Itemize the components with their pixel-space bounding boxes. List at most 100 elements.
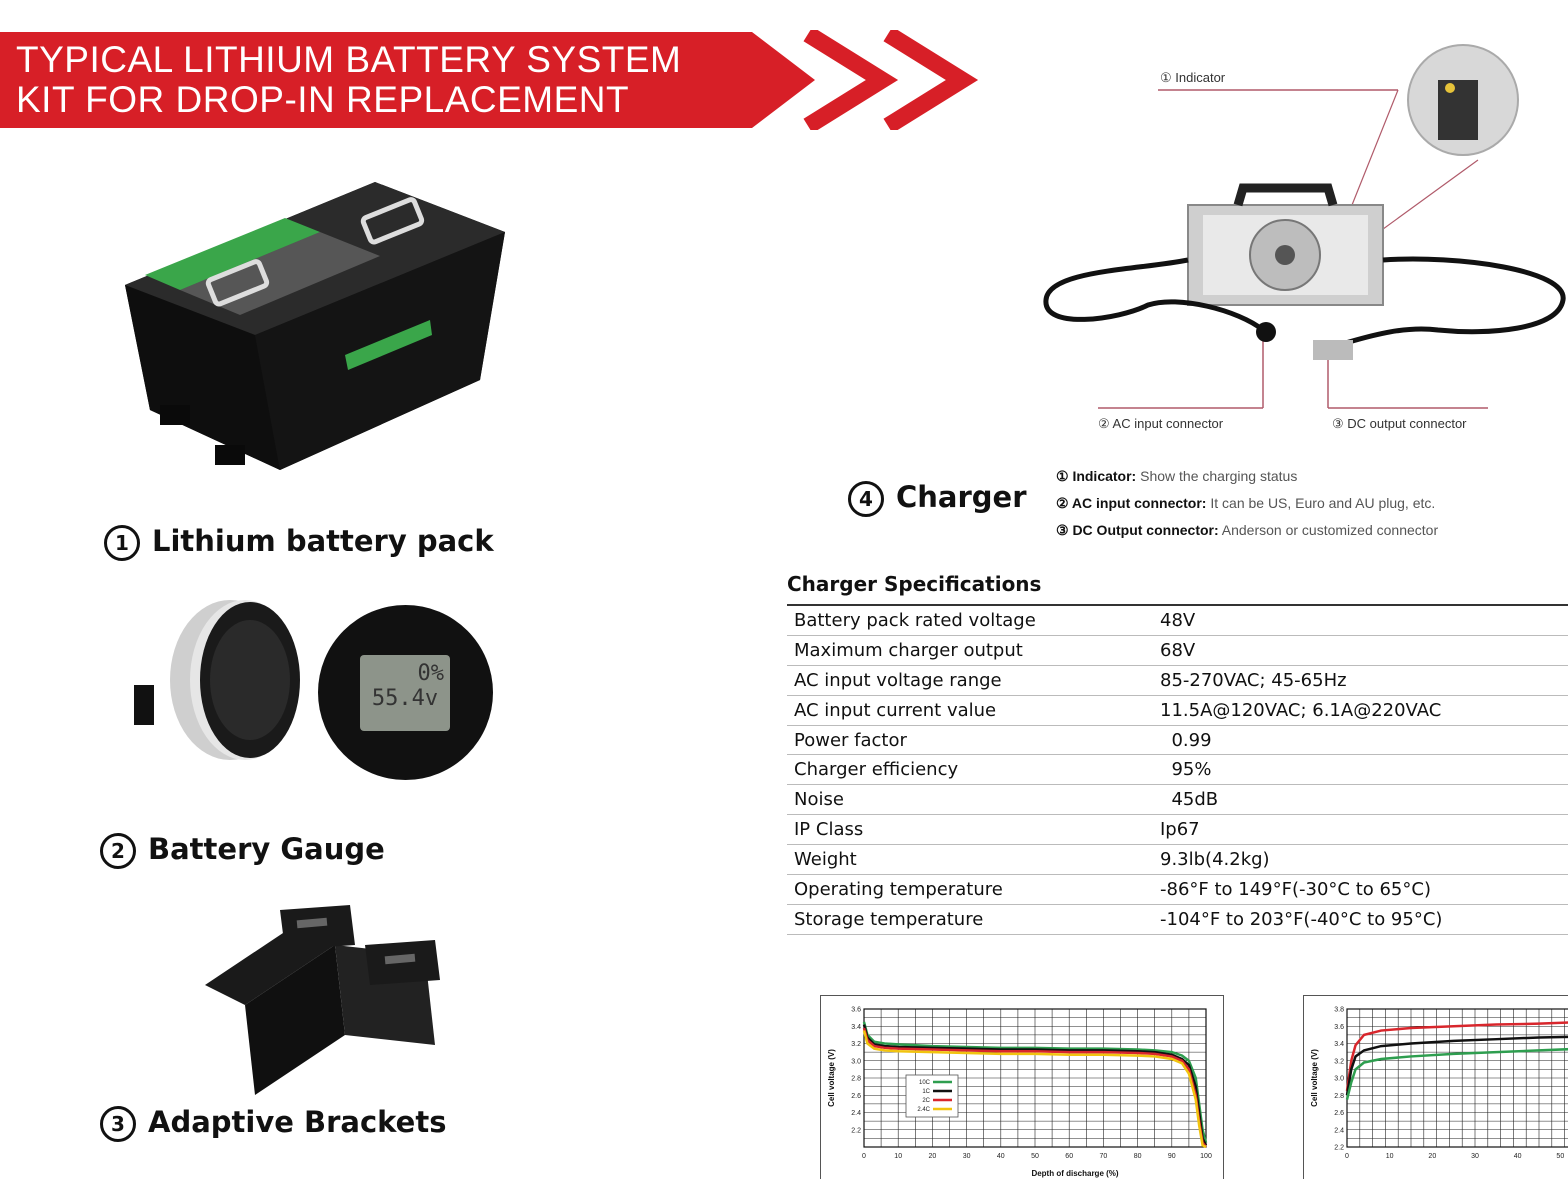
charger-note-dc: ③ DC Output connector: Anderson or custo… [1056, 522, 1439, 538]
spec-value: 68V [1160, 635, 1568, 666]
x-tick-label: 10 [894, 1153, 902, 1160]
y-tick-label: 3.6 [1334, 1024, 1344, 1031]
spec-label: Weight [787, 844, 1160, 876]
x-tick-label: 50 [1556, 1153, 1564, 1160]
table-row: Noise 45dB [787, 784, 1568, 816]
charge-curve-chart: 01020304050602.22.42.62.83.03.23.43.63.8… [1303, 995, 1568, 1179]
y-tick-label: 3.0 [1334, 1076, 1344, 1083]
y-tick-label: 3.4 [851, 1024, 861, 1031]
table-row: Charger efficiency 95% [787, 754, 1568, 786]
banner-title-line2: KIT FOR DROP-IN REPLACEMENT [16, 79, 630, 120]
spec-value: -104°F to 203°F(-40°C to 95°C) [1160, 904, 1568, 935]
spec-label: AC input voltage range [787, 665, 1160, 696]
gauge-voltage-readout: 55.4v [371, 686, 439, 711]
x-tick-label: 0 [862, 1153, 866, 1160]
x-axis-label: Depth of discharge (%) [1031, 1169, 1118, 1178]
y-axis-label: Cell voltage (V) [827, 1049, 836, 1107]
spec-value: 0.99 [1160, 725, 1568, 756]
spec-label: Charger efficiency [787, 754, 1160, 786]
battery-pack-label: Lithium battery pack [152, 524, 494, 558]
y-tick-label: 3.0 [851, 1058, 861, 1065]
series-line [862, 1024, 1208, 1146]
x-tick-label: 50 [1031, 1153, 1039, 1160]
legend-label: 2C [922, 1098, 930, 1104]
y-tick-label: 3.2 [851, 1041, 861, 1048]
charger-notes: ① Indicator: Show the charging status ② … [1056, 463, 1438, 544]
y-axis-label: Cell voltage (V) [1310, 1049, 1319, 1107]
plot-area [1346, 1008, 1568, 1148]
spec-label: IP Class [787, 814, 1160, 846]
number-badge: 1 [104, 525, 140, 561]
spec-label: Operating temperature [787, 874, 1160, 905]
gauge-percent-readout: 0% [417, 661, 445, 686]
battery-gauge-side-image [134, 600, 300, 760]
y-tick-label: 2.8 [851, 1076, 861, 1083]
number-badge: 3 [100, 1106, 136, 1142]
y-tick-label: 2.4 [1334, 1127, 1344, 1134]
y-tick-label: 2.6 [1334, 1110, 1344, 1117]
ac-input-connector-callout: ② AC input connector [1098, 416, 1224, 431]
legend-label: 1C [922, 1089, 930, 1095]
charger-note-indicator: ① Indicator: Show the charging status [1056, 468, 1298, 484]
spec-value: 9.3lb(4.2kg) [1160, 844, 1568, 876]
spec-value: 85-270VAC; 45-65Hz [1160, 665, 1568, 696]
indicator-callout: ① Indicator [1160, 70, 1226, 85]
plot-area [863, 1008, 1207, 1148]
x-tick-label: 100 [1200, 1153, 1212, 1160]
table-row: Power factor 0.99 [787, 725, 1568, 756]
y-tick-label: 2.2 [1334, 1145, 1344, 1152]
x-tick-label: 20 [1428, 1153, 1436, 1160]
spec-value: 48V [1160, 603, 1568, 636]
number-badge: 4 [848, 481, 884, 517]
adaptive-brackets-heading: 3 Adaptive Brackets [100, 1105, 446, 1142]
x-tick-label: 40 [1514, 1153, 1522, 1160]
x-tick-label: 20 [929, 1153, 937, 1160]
spec-value: 95% [1160, 754, 1568, 786]
adaptive-brackets-label: Adaptive Brackets [148, 1105, 447, 1139]
series-line [1345, 1047, 1568, 1100]
dc-output-connector-callout: ③ DC output connector [1332, 416, 1467, 431]
battery-gauge-front: 0% 55.4v [318, 605, 493, 780]
title-banner [0, 32, 815, 128]
spec-label: Maximum charger output [787, 635, 1160, 666]
legend-label: 2.4C [917, 1107, 930, 1113]
battery-gauge-label: Battery Gauge [148, 832, 385, 866]
spec-value: Ip67 [1160, 814, 1568, 846]
x-tick-label: 0 [1345, 1153, 1349, 1160]
y-tick-label: 3.6 [851, 1007, 861, 1014]
table-row: Operating temperature-86°F to 149°F(-30°… [787, 874, 1568, 905]
battery-pack-heading: 1 Lithium battery pack [104, 524, 494, 561]
spec-label: Power factor [787, 725, 1160, 756]
x-tick-label: 10 [1386, 1153, 1394, 1160]
y-tick-label: 3.4 [1334, 1041, 1344, 1048]
banner-title: TYPICAL LITHIUM BATTERY SYSTEM KIT FOR D… [16, 40, 681, 120]
charger-note-ac: ② AC input connector: It can be US, Euro… [1056, 495, 1436, 511]
series-line [1345, 1035, 1568, 1096]
y-tick-label: 2.8 [1334, 1093, 1344, 1100]
adaptive-brackets-image [205, 905, 440, 1095]
y-tick-label: 3.2 [1334, 1058, 1344, 1065]
table-row: Storage temperature-104°F to 203°F(-40°C… [787, 904, 1568, 935]
spec-title: Charger Specifications [787, 572, 1042, 596]
spec-label: AC input current value [787, 695, 1160, 726]
spec-label: Battery pack rated voltage [787, 603, 1160, 636]
series-line [862, 1021, 1208, 1144]
x-tick-label: 80 [1134, 1153, 1142, 1160]
y-tick-label: 3.8 [1334, 1007, 1344, 1014]
legend-label: 10C [919, 1080, 931, 1086]
spec-value: -86°F to 149°F(-30°C to 65°C) [1160, 874, 1568, 905]
x-tick-label: 30 [1471, 1153, 1479, 1160]
x-tick-label: 90 [1168, 1153, 1176, 1160]
chart-legend: 10C 1C 2C 2.4C [905, 1074, 959, 1118]
charger-image [1043, 44, 1566, 409]
